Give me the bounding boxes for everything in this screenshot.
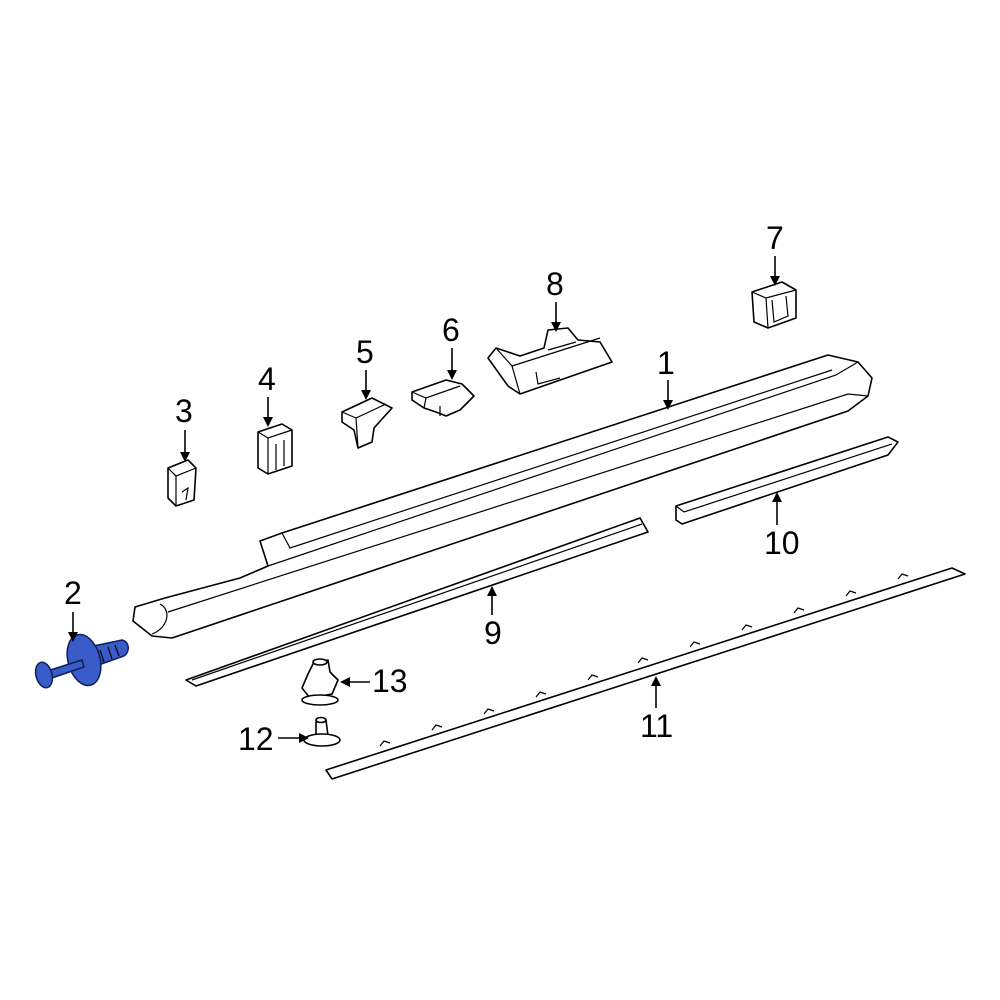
callout-label-6: 6 (442, 312, 460, 348)
callout-label-5: 5 (356, 334, 374, 370)
callout-label-3: 3 (175, 393, 193, 429)
part-3-clip[interactable] (167, 459, 197, 507)
part-11-lower-strip[interactable] (325, 567, 966, 780)
callout-label-7: 7 (766, 220, 784, 256)
callout-label-13: 13 (372, 663, 408, 699)
part-12-fastener[interactable] (303, 716, 341, 747)
part-7-clip[interactable] (751, 281, 797, 329)
part-6-clip[interactable] (411, 379, 475, 417)
callout-label-11: 11 (640, 708, 673, 744)
callout-label-12: 12 (238, 721, 274, 757)
part-5-clip[interactable] (341, 397, 393, 449)
part-13-fastener[interactable] (301, 658, 339, 706)
part-8-bracket[interactable] (487, 327, 613, 395)
callout-label-9: 9 (484, 615, 502, 651)
callout-label-10: 10 (764, 525, 800, 561)
callout-arrows (68, 256, 782, 743)
callout-label-1: 1 (657, 345, 675, 381)
callout-label-2: 2 (64, 575, 82, 611)
part-1-rocker-panel[interactable] (132, 354, 873, 639)
callout-label-4: 4 (258, 361, 276, 397)
part-4-clip[interactable] (257, 423, 293, 475)
part-2-push-pin[interactable] (33, 631, 129, 690)
part-9-molding-strip[interactable] (185, 517, 649, 687)
callout-label-8: 8 (546, 266, 564, 302)
part-10-molding-strip[interactable] (675, 436, 899, 525)
